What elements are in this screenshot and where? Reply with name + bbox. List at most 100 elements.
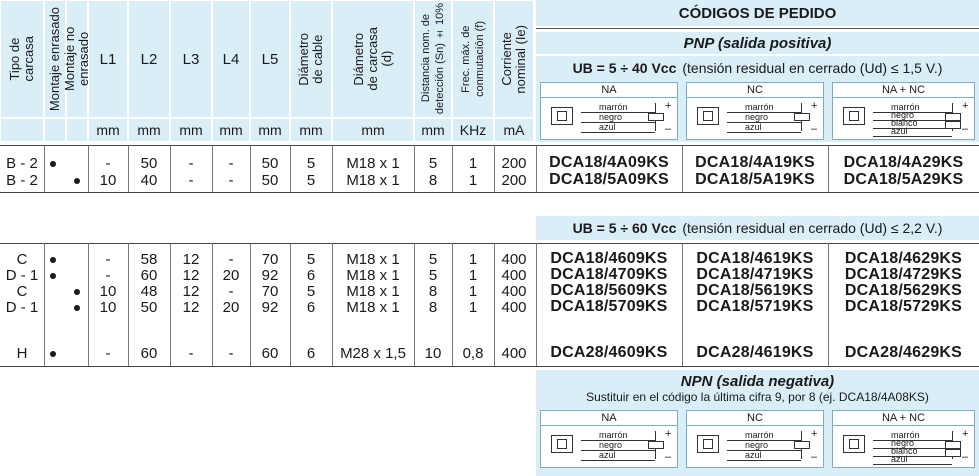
grid-line [828,243,829,366]
row-rows2-0-corr: 400 [501,250,527,268]
grid-line [414,145,415,192]
row-rows1-0-l5: 50 [261,154,279,172]
row-rows2-2-tipo: C [16,282,28,300]
unit-l1: mm [88,118,128,142]
row-rows1-1-dist: 8 [428,171,438,189]
grid-line [332,243,333,366]
row-h-0-corr: 400 [501,344,527,362]
wire-label: negro [891,438,915,448]
row-rows1-1-carcasa: M18 x 1 [346,171,400,189]
row-rows2-1-l3: 12 [182,266,200,284]
row-rows2-3-frec: 1 [468,298,478,316]
grid-line [212,243,213,366]
wire-label: marrón [745,102,774,112]
row-rows2-3-cable: 6 [306,298,316,316]
wire-label: marrón [891,430,920,440]
row-rows1-1-l2: 40 [140,171,158,189]
unit-cable: mm [290,118,332,142]
row-rows1-1-corr: 200 [501,171,527,189]
grid-line [212,145,213,192]
row-h-0-l5: 60 [261,344,279,362]
header-montaje_no_enrasado-label: Montaje no enrasado [62,26,91,92]
row-rows2-3-tipo: D - 1 [5,298,39,316]
header-l3-label: L3 [182,50,200,68]
grid-line [414,243,415,366]
unit-l5: mm [250,118,290,142]
header-tipo: Tipo de carcasa [0,0,44,118]
grid-line [250,243,251,366]
minus-icon: – [811,123,818,135]
mount-bullet-noenr [74,305,80,311]
row-rows2-2-corr: 400 [501,282,527,300]
row-rows2-2-code-nanc: DCA18/5629KS [844,282,963,299]
row-rows1-0-l3: - [188,154,194,172]
row-rows2-2-l4: - [228,282,234,300]
sensor-icon [551,107,573,125]
row-h-0-code-nanc: DCA28/4629KS [844,344,963,361]
unit-l4: mm [212,118,250,142]
row-rows2-2-code-nc: DCA18/5619KS [696,282,814,299]
diagram-label: NA + NC [881,412,926,424]
row-rows1-0-carcasa: M18 x 1 [346,154,400,172]
row-rows2-3-l3: 12 [182,298,200,316]
rule [0,145,979,146]
grid-line [682,243,683,366]
grid-line [88,145,89,192]
grid-line [494,243,495,366]
row-rows1-0-l4: - [228,154,234,172]
diagram-label: NA [601,412,617,424]
header-tipo-label: Tipo de carcasa [7,36,36,82]
row-rows1-1-l3: - [188,171,194,189]
row-rows2-3-dist: 8 [428,298,438,316]
row-rows2-2-l5: 70 [261,282,279,300]
row-rows2-0-l1: - [105,250,111,268]
pnp-title: PNP (salida positiva) [536,32,979,54]
minus-icon: – [665,123,672,135]
row-rows2-2-dist: 8 [428,282,438,300]
row-rows1-0-dist: 5 [428,154,438,172]
voltage-40v-value: UB = 5 ÷ 40 Vcc [572,60,677,76]
row-rows2-3-code-nanc: DCA18/5729KS [844,298,963,315]
row-h-0-carcasa: M28 x 1,5 [340,344,406,362]
rule [0,192,979,193]
units-empty [44,118,66,142]
header-diam_cable: Diámetro de cable [290,0,332,118]
row-rows1-0-l1: - [105,154,111,172]
row-rows1-0-cable: 5 [306,154,316,172]
grid-line [170,243,171,366]
load-icon [648,441,664,449]
row-rows2-1-l5: 92 [261,266,279,284]
row-rows2-2-cable: 5 [306,282,316,300]
voltage-40v-note: (tensión residual en cerrado (Ud) ≤ 1,5 … [682,60,943,76]
wire-label: azul [599,450,616,460]
row-rows2-3-l4: 20 [222,298,240,316]
rule [0,366,979,367]
header-corriente: Corriente nominal (Ie) [494,0,534,118]
wire-label: azul [745,450,762,460]
row-rows1-1-code-nc: DCA18/5A19KS [695,171,815,188]
grid-line [128,145,129,192]
header-distancia-label: Distancia nom. de detección (Sn) ± 10% [420,3,446,115]
unit-corr: mA [494,118,534,142]
codigos-title: CÓDIGOS DE PEDIDO [536,0,979,26]
row-rows1-0-corr: 200 [501,154,527,172]
row-rows2-2-l3: 12 [182,282,200,300]
row-rows1-0-code-nanc: DCA18/4A29KS [843,154,964,171]
row-h-0-tipo: H [16,344,28,362]
grid-line [250,145,251,192]
wire-label: blanco [891,118,918,128]
grid-line [332,145,333,192]
row-rows1-0-code-nc: DCA18/4A19KS [695,154,815,171]
grid-line [828,145,829,192]
header-l4: L4 [212,0,250,118]
grid-line [682,145,683,192]
row-rows2-2-l2: 48 [140,282,158,300]
minus-icon: – [665,451,672,463]
diagram-label: NA [601,84,617,96]
wire-label: azul [599,122,616,132]
grid-line [494,145,495,192]
mount-bullet-enr [50,351,56,357]
